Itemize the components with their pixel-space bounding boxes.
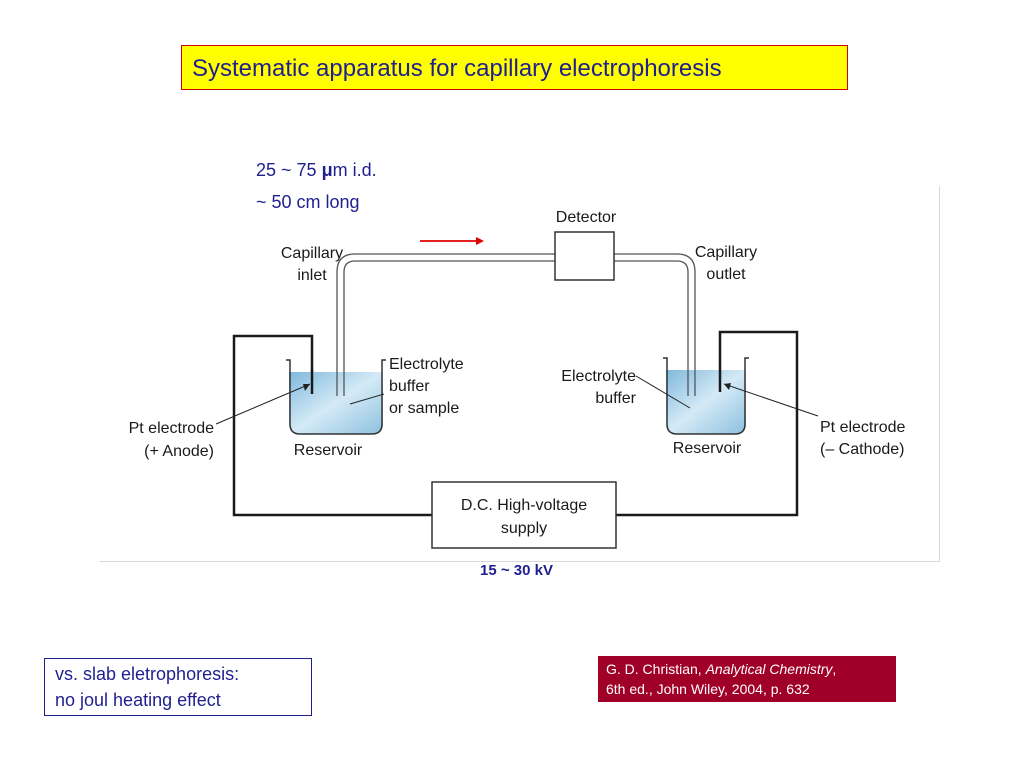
capillary-right-outer (614, 253, 696, 396)
capillary-diameter: 25 ~ 75 μm i.d. (256, 160, 377, 181)
arrow-right-icon (420, 237, 484, 245)
right-reservoir-label: Reservoir (673, 440, 742, 457)
right-beaker-outline (663, 357, 749, 435)
right-buffer-pointer (635, 375, 691, 409)
note-line1: vs. slab eletrophoresis: (55, 664, 240, 684)
capillary-outlet-line1: Capillary (695, 244, 757, 261)
voltage-label: 15 ~ 30 kV (480, 562, 553, 579)
right-liquid (666, 370, 746, 434)
right-electrode-line1: Pt electrode (820, 419, 905, 436)
left-buffer-line3: or sample (389, 400, 459, 417)
left-reservoir-beaker (286, 359, 386, 435)
citation-details: 6th ed., John Wiley, 2004, p. 632 (606, 681, 810, 697)
right-buffer-line2: buffer (595, 390, 636, 407)
left-buffer-line2: buffer (389, 378, 430, 395)
capillary-right-inner (614, 260, 689, 396)
power-supply-line2: supply (501, 520, 547, 537)
right-electrode-pointer (723, 383, 819, 417)
detector-label: Detector (556, 209, 617, 226)
right-electrode-line2: (– Cathode) (820, 441, 905, 458)
left-reservoir-label: Reservoir (294, 442, 363, 459)
circuit-wires (232, 330, 799, 517)
citation-comma: , (832, 661, 837, 677)
left-electrode-line1: Pt electrode (129, 420, 214, 437)
left-beaker-outline (286, 359, 386, 435)
capillary-outlet-line2: outlet (706, 266, 746, 283)
note-box: vs. slab eletrophoresis: no joul heating… (44, 658, 312, 716)
left-electrode-arrowhead (303, 384, 310, 391)
citation-box: G. D. Christian, Analytical Chemistry, 6… (598, 656, 896, 702)
diagram-panel (100, 186, 940, 562)
detector-box (554, 231, 615, 281)
right-buffer-line1: Electrolyte (561, 368, 636, 385)
note-line2: no joul heating effect (55, 690, 221, 710)
diameter-value: 25 ~ 75 (256, 160, 322, 180)
citation-line1: G. D. Christian, Analytical Chemistry, (606, 659, 896, 679)
power-supply-box (431, 481, 617, 549)
diameter-unit: m i.d. (332, 160, 377, 180)
left-electrode-pointer (215, 383, 311, 425)
left-buffer-line1: Electrolyte (389, 356, 464, 373)
micro-symbol: μ (321, 160, 333, 180)
slide-title: Systematic apparatus for capillary elect… (181, 45, 848, 90)
left-electrode-line2: (+ Anode) (144, 443, 214, 460)
capillary-inlet-line1: Capillary (281, 245, 343, 262)
capillary-left-outer (336, 253, 555, 396)
left-liquid (289, 372, 383, 434)
capillary-left-inner (343, 260, 555, 396)
left-buffer-pointer (349, 393, 385, 405)
citation-author: G. D. Christian, (606, 661, 706, 677)
right-electrode-arrowhead (724, 383, 731, 390)
power-supply-line1: D.C. High-voltage (461, 497, 587, 514)
capillary-inlet-line2: inlet (297, 267, 327, 284)
citation-book: Analytical Chemistry (705, 661, 833, 677)
pointer-lines (215, 375, 819, 425)
left-wire (232, 334, 432, 517)
right-reservoir-beaker (663, 357, 749, 435)
right-wire (616, 330, 799, 517)
capillary-length: ~ 50 cm long (256, 192, 360, 212)
capillary-tube (336, 253, 696, 396)
